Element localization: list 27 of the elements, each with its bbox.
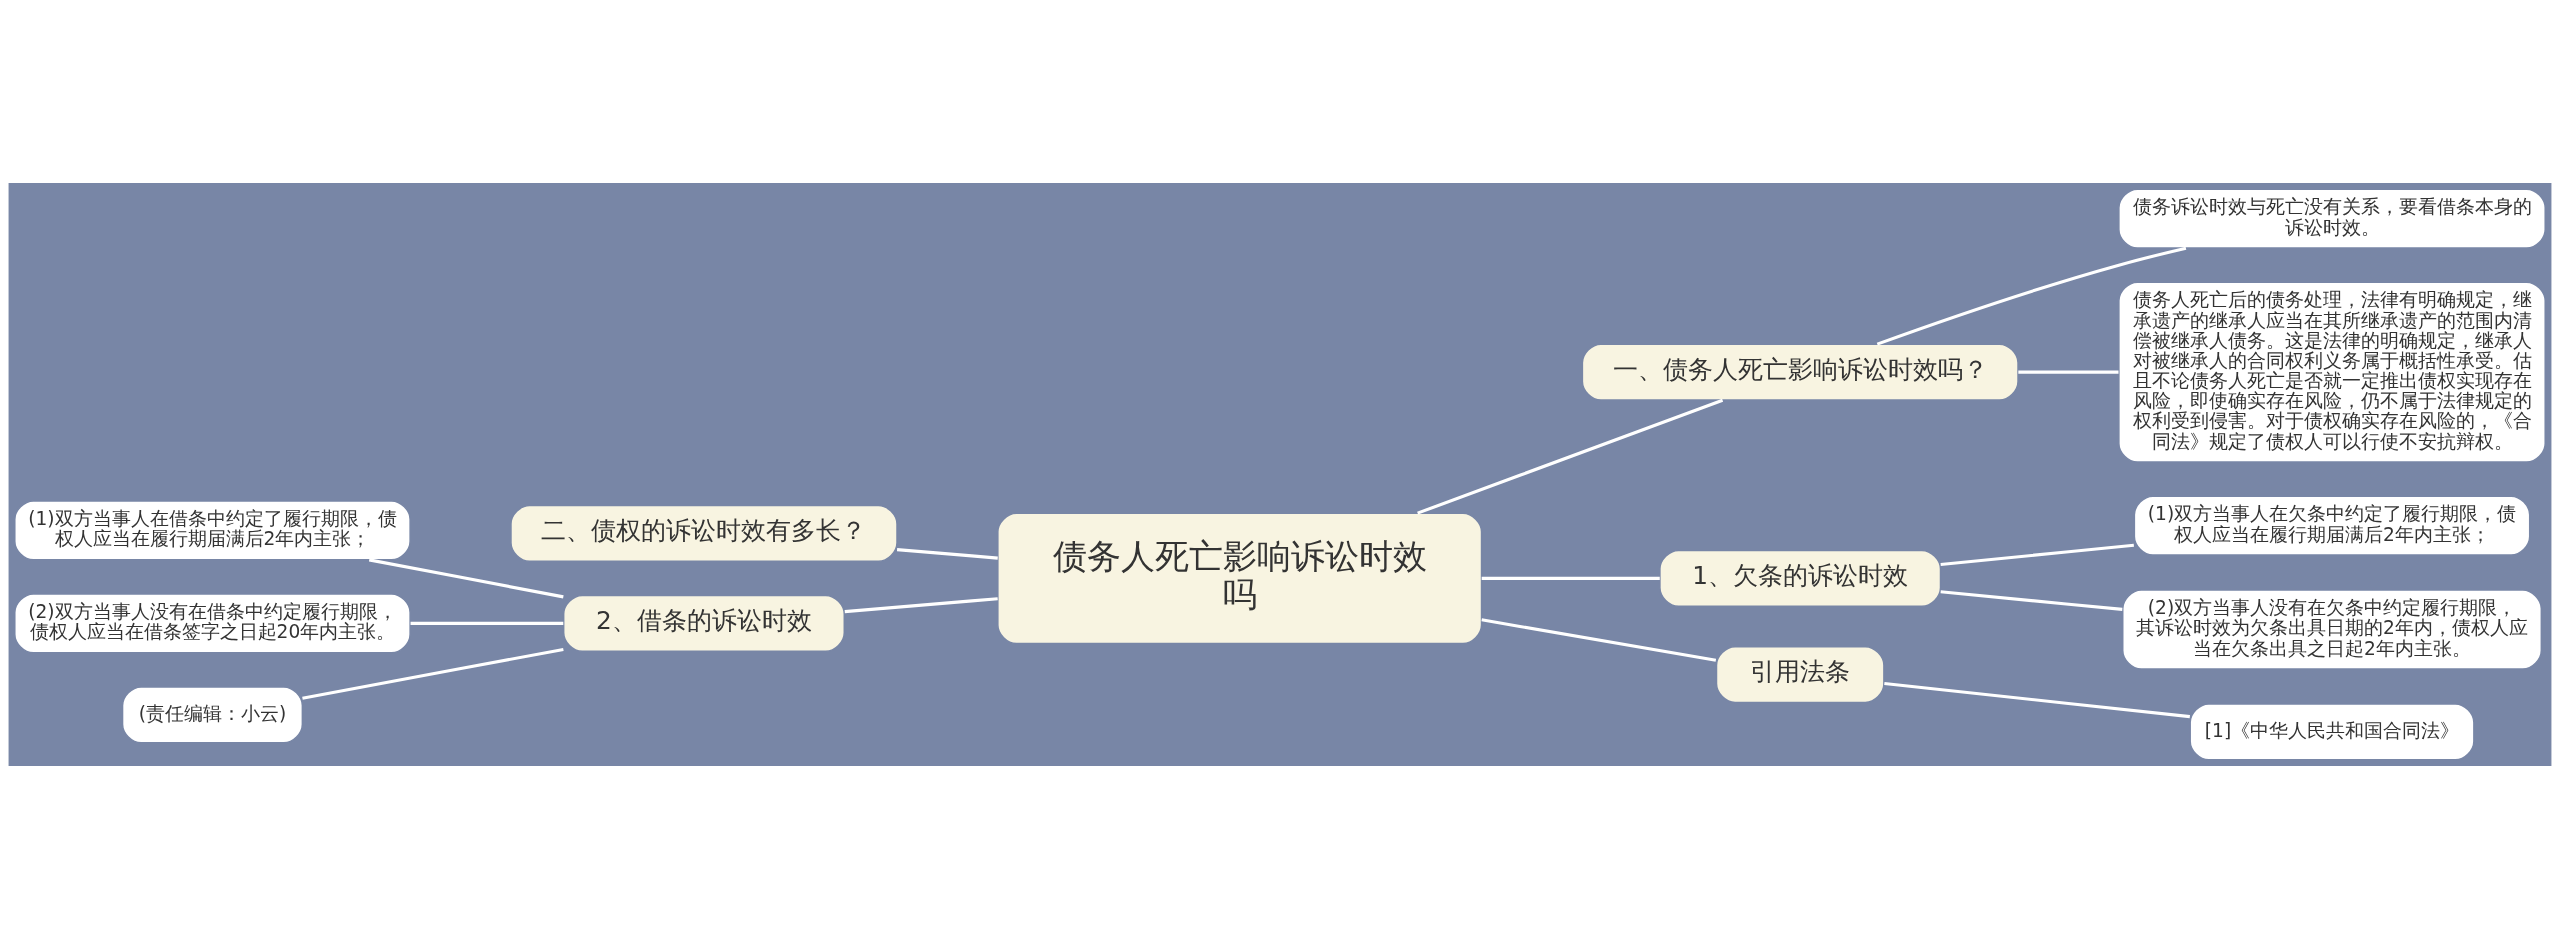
node-box: (1)双方当事人在借条中约定了履行期限，债权人应当在履行期届满后2年内主张； xyxy=(14,500,411,561)
node-box: 引用法条 xyxy=(1715,645,1885,704)
node-box: (2)双方当事人没有在借条中约定履行期限，债权人应当在借条签字之日起20年内主张。 xyxy=(14,593,411,654)
connector xyxy=(1417,398,1724,515)
connector xyxy=(1481,576,1660,580)
connector xyxy=(302,647,564,700)
node-box: 二、债权的诉讼时效有多长？ xyxy=(510,504,898,563)
node-box: 1、欠条的诉讼时效 xyxy=(1659,549,1942,608)
node-box: (2)双方当事人没有在欠条中约定履行期限，其诉讼时效为欠条出具日期的2年内，债权人应当在欠条出具之日起2年内主张。 xyxy=(2121,589,2543,670)
node-box: (1)双方当事人在欠条中约定了履行期限，债权人应当在履行期届满后2年内主张； xyxy=(2133,495,2531,556)
connector xyxy=(2018,370,2119,374)
connector xyxy=(1481,618,1717,662)
connector xyxy=(844,597,998,614)
connector xyxy=(1940,590,2123,611)
node-box: 一、债务人死亡影响诉讼时效吗？ xyxy=(1581,343,2019,401)
node-box: [1]《中华人民共和国合同法》 xyxy=(2189,703,2475,761)
connector xyxy=(410,621,564,625)
node-box: (责任编辑：小云) xyxy=(121,686,304,744)
connector xyxy=(1876,246,2187,346)
connector xyxy=(896,548,998,560)
connector xyxy=(368,558,564,599)
node-box: 债务人死亡影响诉讼时效吗 xyxy=(997,512,1483,645)
node-box: 2、借条的诉讼时效 xyxy=(562,594,846,653)
connector xyxy=(1884,681,2190,719)
connector xyxy=(1940,543,2134,567)
node-box: 债务诉讼时效与死亡没有关系，要看借条本身的诉讼时效。 xyxy=(2118,188,2546,249)
node-box: 债务人死亡后的债务处理，法律有明确规定，继承遗产的继承人应当在其所继承遗产的范围内清偿被继承人债务。这是法律的明确规定，继承人对被继承人的合同权利义务属于概括性承受。估且不论债务人死亡是否就一定推出债权实现存在风险，即使确实存在风险，仍不属于法律规定的权利受到侵害。对于债权确实存在风险的，《合同法》规定了债权人可以行使不安抗辩权。 xyxy=(2118,281,2546,463)
